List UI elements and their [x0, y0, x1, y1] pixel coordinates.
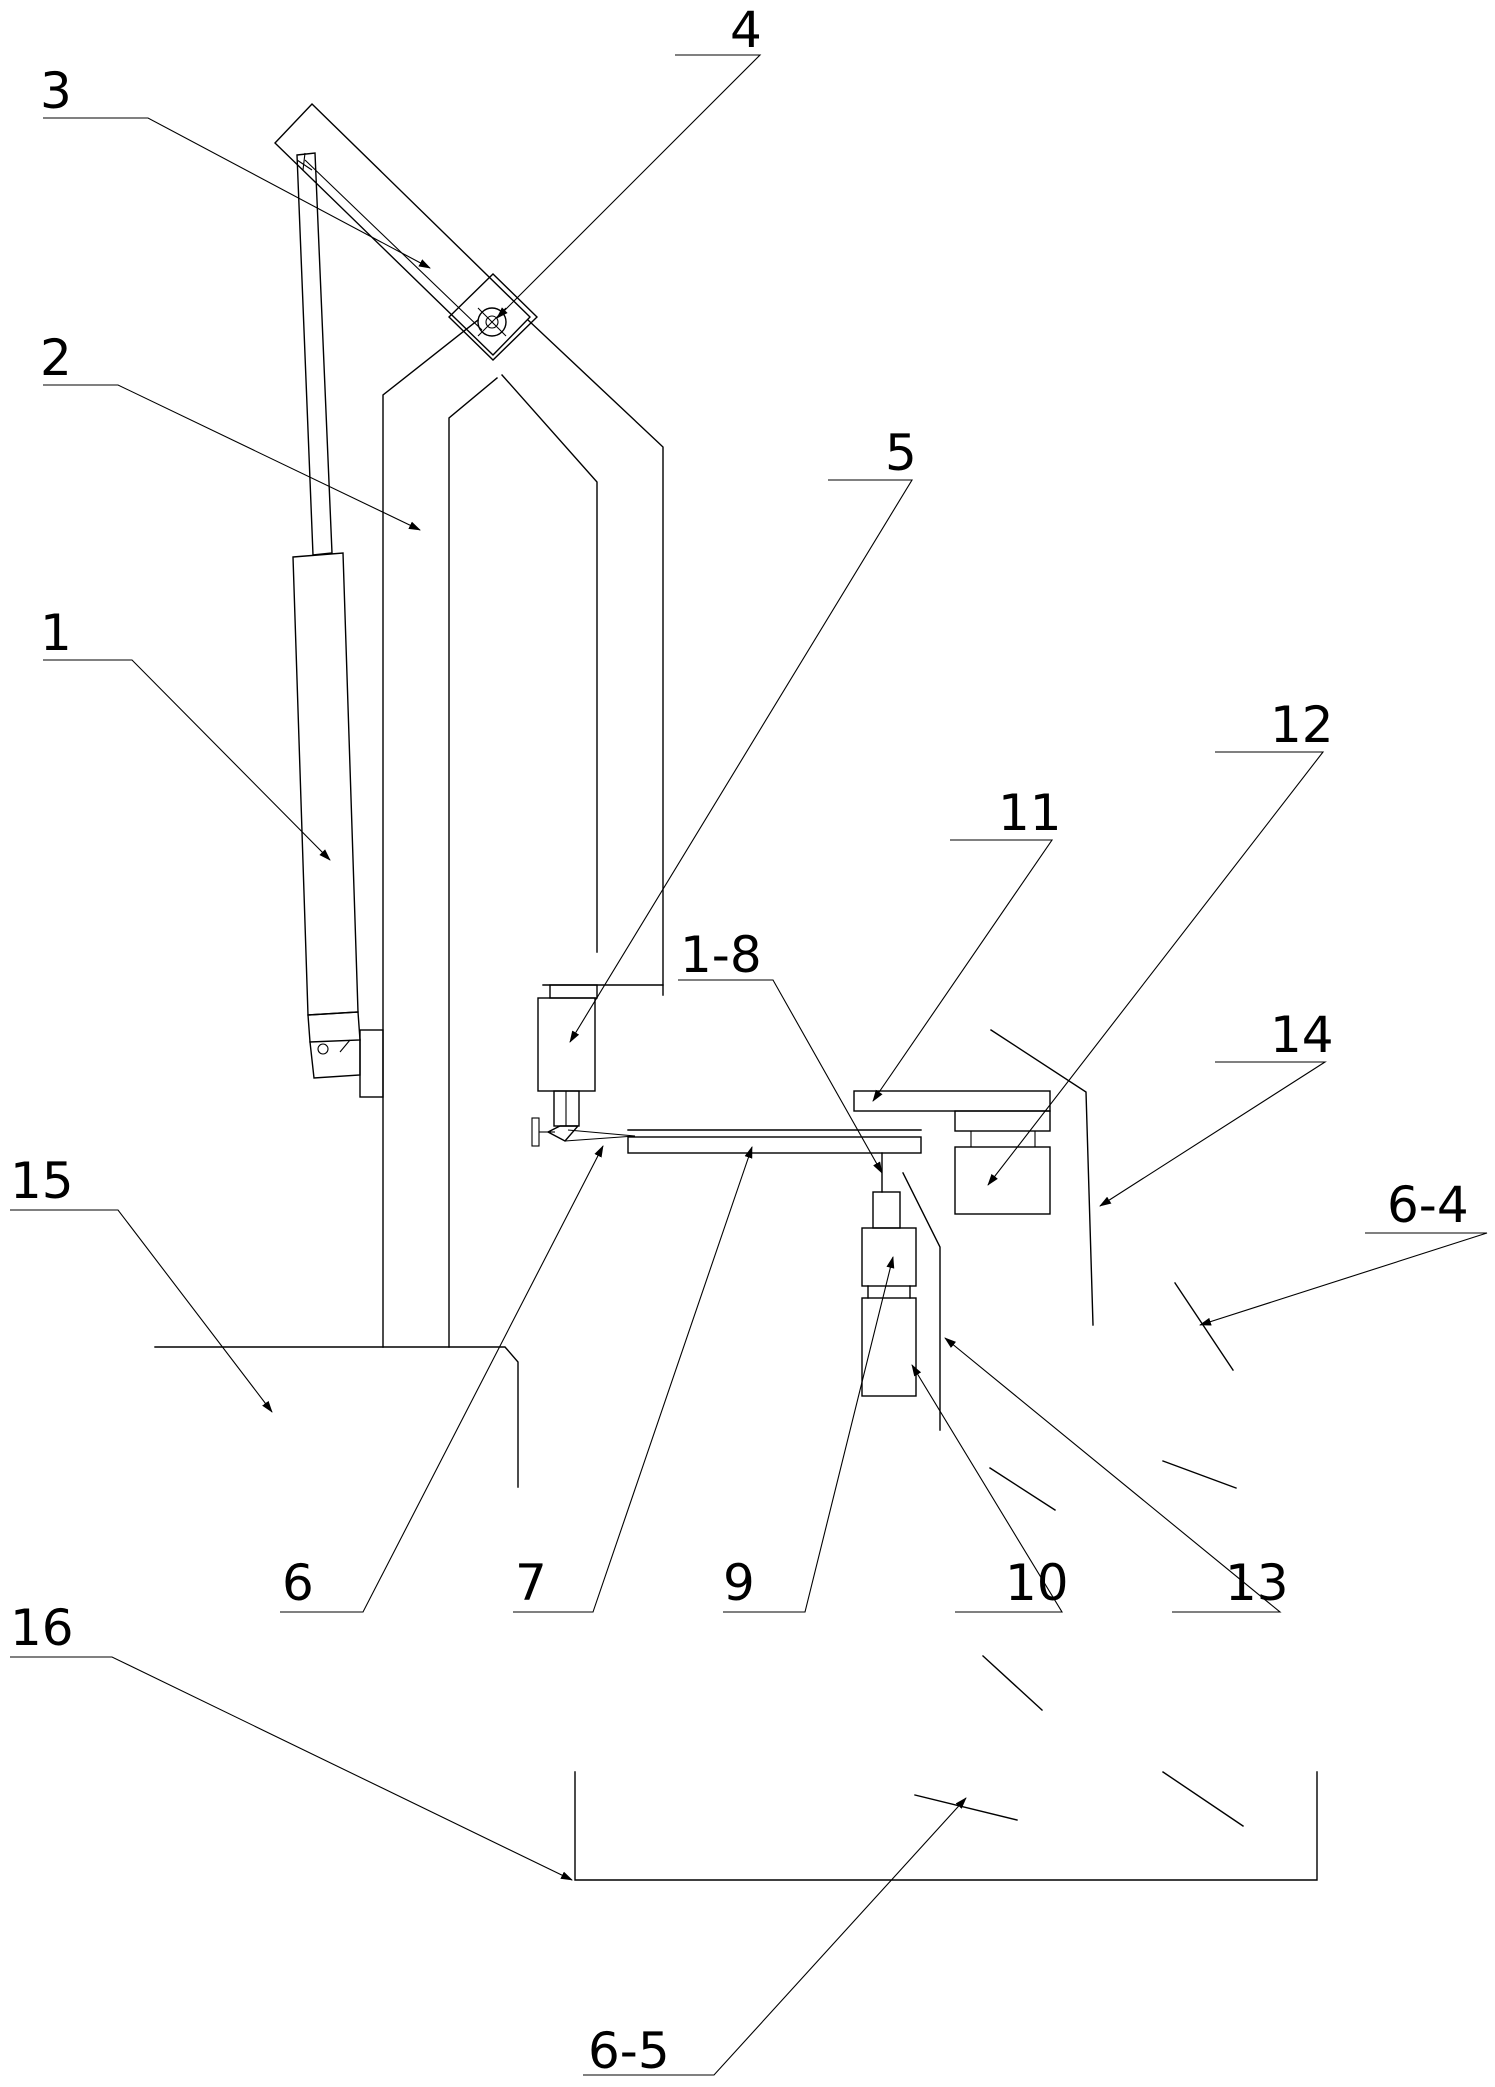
base-part-15	[154, 1346, 519, 1488]
label-1: 1	[40, 604, 72, 662]
label-9: 9	[723, 1554, 755, 1612]
arm-part-11	[853, 1090, 1051, 1112]
label-5: 5	[885, 424, 917, 482]
tray-part-16	[574, 1771, 1318, 1881]
label-2: 2	[40, 329, 72, 387]
label-7: 7	[515, 1554, 547, 1612]
leader-lines	[10, 54, 1488, 2076]
label-6-5: 6-5	[588, 2022, 670, 2080]
label-16: 16	[10, 1599, 74, 1657]
plate-part-7	[627, 1129, 922, 1154]
label-4: 4	[730, 1, 762, 59]
label-14: 14	[1270, 1006, 1334, 1064]
blade-part-6	[531, 1117, 636, 1147]
label-12: 12	[1270, 696, 1334, 754]
label-13: 13	[1225, 1554, 1289, 1612]
rocker-arm-part-3	[274, 103, 531, 356]
label-15: 15	[10, 1152, 74, 1210]
column-part-2	[382, 319, 664, 1348]
reference-numerals: 3 4 2 1 5 1-8 11 12 14 6-4 15 6 7 9 10 1…	[10, 1, 1469, 2080]
pivot-part-4	[447, 273, 539, 361]
label-6-4: 6-4	[1387, 1176, 1469, 1234]
label-10: 10	[1005, 1554, 1069, 1612]
cylinder-part-1	[292, 152, 384, 1098]
label-3: 3	[40, 62, 72, 120]
motor-part-9-10	[861, 1152, 917, 1397]
label-11: 11	[998, 784, 1062, 842]
motor-part-12	[954, 1110, 1051, 1215]
deflector-part-14	[990, 1029, 1094, 1326]
guide-part-13	[902, 1172, 941, 1431]
clamp-head-part-5	[537, 984, 664, 1127]
label-1-8: 1-8	[680, 926, 762, 984]
label-6: 6	[282, 1554, 314, 1612]
chip-segments	[914, 1282, 1244, 1827]
